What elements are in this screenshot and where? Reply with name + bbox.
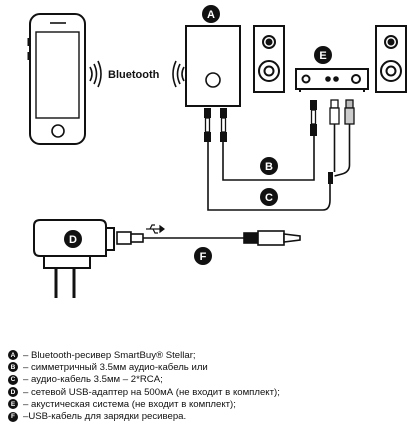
smartphone-icon — [27, 13, 86, 145]
legend-badge-b: B — [8, 362, 18, 373]
amplifier-plugs — [310, 99, 355, 184]
legend-item-c: C – аудио-кабель 3.5мм – 2*RCA; — [8, 374, 418, 386]
legend-item-f: F –USB-кабель для зарядки ресивера. — [8, 410, 418, 422]
badge-e: E — [314, 46, 332, 64]
usb-adapter-icon — [33, 219, 115, 298]
badge-b: B — [260, 157, 278, 175]
cable-b — [222, 136, 315, 181]
badge-d: D — [64, 230, 82, 248]
legend: A – Bluetooth-ресивер SmartBuy® Stellar;… — [8, 349, 418, 423]
svg-text:C: C — [265, 192, 273, 204]
legend-text-c: – аудио-кабель 3.5мм – 2*RCA; — [23, 374, 163, 386]
amplifier-icon — [295, 68, 369, 92]
svg-text:D: D — [69, 234, 77, 246]
svg-text:B: B — [265, 161, 273, 173]
svg-text:E: E — [319, 50, 326, 62]
legend-text-d: – сетевой USB-адаптер на 500мА (не входи… — [23, 386, 280, 398]
legend-item-b: B – симметричный 3.5мм аудио-кабель или — [8, 361, 418, 373]
legend-text-a: – Bluetooth-ресивер SmartBuy® Stellar; — [23, 349, 196, 361]
badge-f: F — [194, 247, 212, 265]
legend-text-b: – симметричный 3.5мм аудио-кабель или — [23, 361, 208, 373]
cable-c — [207, 142, 331, 211]
legend-badge-f: F — [8, 411, 18, 422]
badge-c: C — [260, 188, 278, 206]
legend-text-f: –USB-кабель для зарядки ресивера. — [23, 411, 187, 423]
legend-badge-a: A — [8, 350, 18, 361]
legend-text-e: – акустическая система (не входит в комп… — [23, 398, 236, 410]
legend-item-d: D – сетевой USB-адаптер на 500мА (не вхо… — [8, 386, 418, 398]
legend-item-e: E – акустическая система (не входит в ко… — [8, 398, 418, 410]
legend-badge-c: C — [8, 374, 18, 385]
bluetooth-label: Bluetooth — [108, 69, 160, 81]
badge-a: A — [202, 5, 220, 23]
legend-item-a: A – Bluetooth-ресивер SmartBuy® Stellar; — [8, 349, 418, 361]
signal-waves-right-icon — [172, 60, 185, 88]
connection-diagram: Bluetooth A E — [27, 5, 407, 298]
usb-cable — [116, 230, 301, 246]
svg-text:F: F — [200, 251, 207, 263]
legend-badge-d: D — [8, 387, 18, 398]
receiver-plugs — [204, 108, 227, 142]
signal-waves-left-icon — [89, 60, 102, 88]
legend-badge-e: E — [8, 399, 18, 410]
svg-text:A: A — [207, 9, 215, 21]
usb-symbol-icon — [146, 224, 165, 234]
bluetooth-receiver — [185, 25, 241, 107]
speaker-right-icon — [375, 25, 407, 93]
speaker-left-icon — [253, 25, 285, 93]
